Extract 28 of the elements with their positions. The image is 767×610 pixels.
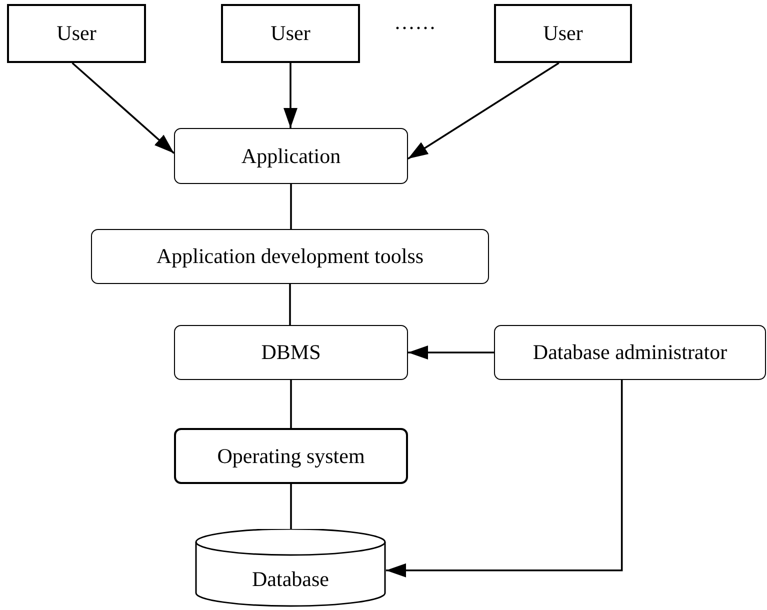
process-box <box>174 128 408 184</box>
connector-line <box>290 380 292 428</box>
user-box <box>221 4 360 63</box>
user-box <box>494 4 632 63</box>
node-label: Application development toolss <box>156 244 424 269</box>
arrow <box>386 380 623 578</box>
process-box <box>494 325 766 380</box>
arrow <box>72 62 175 154</box>
connector-line <box>289 284 291 325</box>
node-label: User <box>543 21 583 46</box>
connector-line <box>290 184 292 229</box>
node-label: Operating system <box>217 444 365 468</box>
process-box <box>174 428 408 484</box>
connector-line <box>290 484 292 529</box>
node-label: Application <box>241 144 341 168</box>
node-label: Database <box>252 566 329 592</box>
process-box <box>91 229 489 284</box>
ellipsis-text: ······ <box>394 16 436 41</box>
node-label: DBMS <box>261 340 321 365</box>
node-label: User <box>270 21 310 46</box>
arrow <box>408 62 560 160</box>
process-box <box>174 325 408 380</box>
node-label: User <box>56 21 96 46</box>
arrow <box>408 346 494 360</box>
user-box <box>7 4 146 63</box>
arrow <box>284 63 298 128</box>
database-cylinder <box>195 529 386 607</box>
node-label: Database administrator <box>532 340 728 365</box>
